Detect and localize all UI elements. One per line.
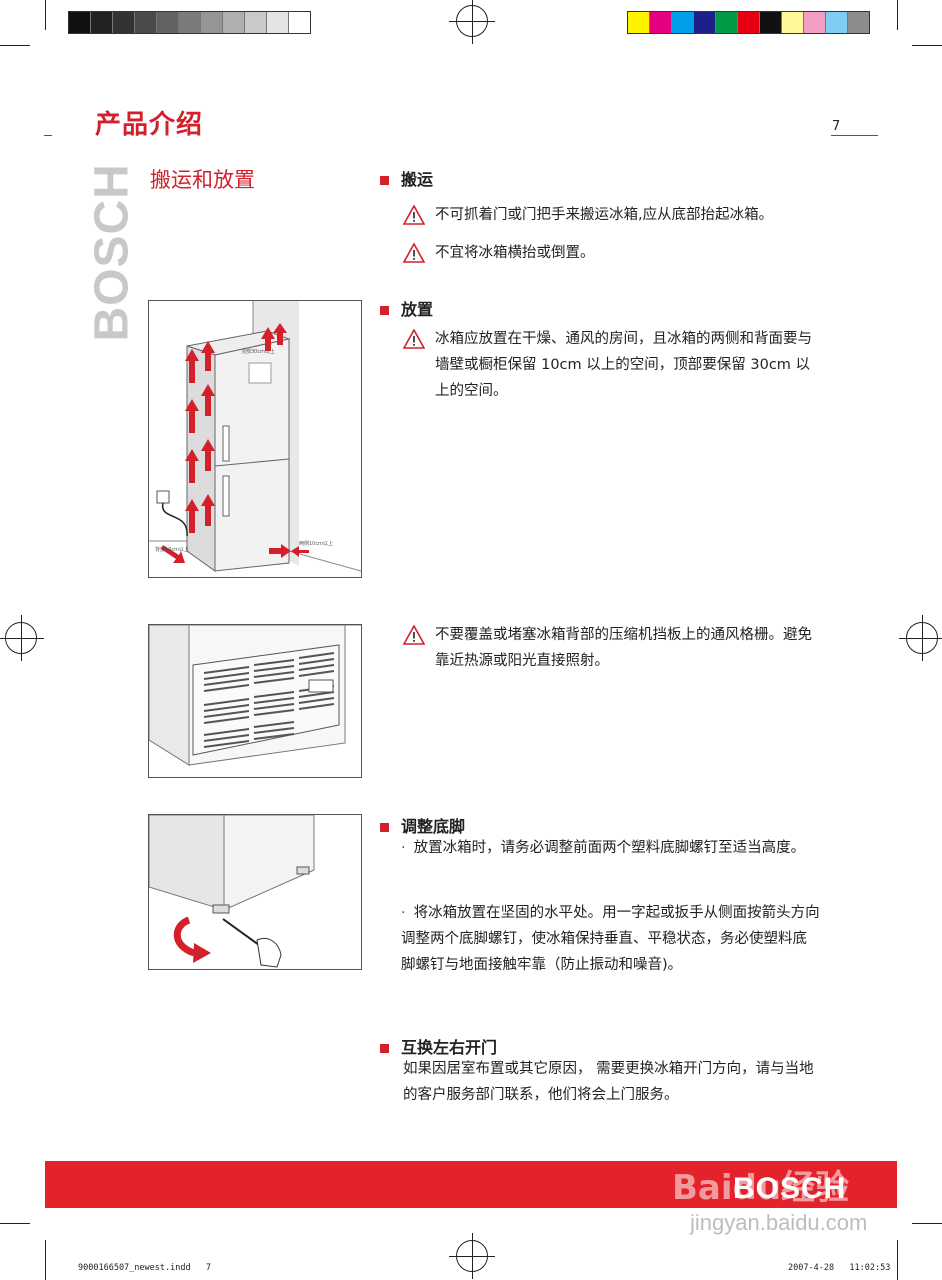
ventilation-grille-illustration xyxy=(148,624,362,778)
feet-bullet-1: · 放置冰箱时，请务必调整前面两个塑料底脚螺钉至适当高度。 xyxy=(401,835,821,861)
color-swatch xyxy=(760,12,782,33)
transport-warning-2: 不宜将冰箱横抬或倒置。 xyxy=(403,240,823,266)
page-title: 产品介绍 xyxy=(95,110,204,140)
gray-swatch xyxy=(245,12,267,33)
placement-heading-text: 放置 xyxy=(401,300,434,319)
gray-swatch xyxy=(267,12,289,33)
timestamp: 2007-4-28 11:02:53 xyxy=(788,1263,891,1273)
warning-icon xyxy=(403,329,425,349)
crop-mark xyxy=(45,0,46,30)
color-calibration-bar xyxy=(627,11,870,34)
header-rule xyxy=(831,135,878,136)
section-title: 搬运和放置 xyxy=(150,168,255,192)
transport-heading-text: 搬运 xyxy=(401,170,434,189)
gray-swatch xyxy=(69,12,91,33)
warning-icon xyxy=(403,205,425,225)
file-info: 9000166507_newest.indd 7 xyxy=(78,1263,212,1273)
watermark-logo: Baidu经验 xyxy=(672,1168,850,1208)
crop-mark xyxy=(0,45,30,46)
crop-mark xyxy=(912,45,942,46)
gray-swatch xyxy=(223,12,245,33)
color-swatch xyxy=(804,12,826,33)
feet-adjustment-illustration xyxy=(148,814,362,970)
color-swatch xyxy=(716,12,738,33)
registration-mark xyxy=(449,1233,495,1279)
color-swatch xyxy=(826,12,848,33)
registration-mark xyxy=(0,615,44,661)
placement-heading: 放置 xyxy=(380,296,433,320)
gray-swatch xyxy=(201,12,223,33)
bullet-square xyxy=(380,306,389,315)
grille-drawing xyxy=(149,625,361,777)
feet-heading-text: 调整底脚 xyxy=(401,817,466,836)
bullet-text: 将冰箱放置在坚固的水平处。用一字起或扳手从侧面按箭头方向调整两个底脚螺钉，使冰箱… xyxy=(401,905,820,973)
door-heading: 互换左右开门 xyxy=(380,1034,497,1058)
gray-swatch xyxy=(157,12,179,33)
door-heading-text: 互换左右开门 xyxy=(401,1038,498,1057)
crop-mark xyxy=(897,0,898,30)
footer-bar xyxy=(45,1161,897,1208)
fig-label-side: 两侧10cm以上 xyxy=(299,540,333,547)
placement-warning: 冰箱应放置在干燥、通风的房间，且冰箱的两侧和背面要与墙壁或橱柜保留 10cm 以… xyxy=(403,326,823,404)
color-swatch xyxy=(672,12,694,33)
color-swatch xyxy=(738,12,760,33)
bullet-text: 放置冰箱时，请务必调整前面两个塑料底脚螺钉至适当高度。 xyxy=(413,840,806,856)
gray-swatch xyxy=(179,12,201,33)
feet-bullet-2: ·将冰箱放置在坚固的水平处。用一字起或扳手从侧面按箭头方向调整两个底脚螺钉，使冰… xyxy=(401,900,821,978)
transport-heading: 搬运 xyxy=(380,166,433,190)
gray-swatch xyxy=(113,12,135,33)
feet-drawing xyxy=(149,815,361,969)
side-brand-logo: BOSCH xyxy=(85,163,139,342)
gray-swatch xyxy=(91,12,113,33)
warning-text: 不宜将冰箱横抬或倒置。 xyxy=(435,245,595,261)
ventilation-warning: 不要覆盖或堵塞冰箱背部的压缩机挡板上的通风格栅。避免靠近热源或阳光直接照射。 xyxy=(403,622,823,674)
watermark-url: jingyan.baidu.com xyxy=(690,1210,868,1235)
registration-mark xyxy=(899,615,942,661)
registration-mark xyxy=(449,0,495,44)
gray-swatch xyxy=(289,12,310,33)
crop-mark xyxy=(45,1240,46,1280)
crop-mark xyxy=(0,1223,30,1224)
footer-brand-logo: BOSCH xyxy=(733,1172,847,1205)
bullet-square xyxy=(380,823,389,832)
fig-label-back: 背部10cm以上 xyxy=(155,546,189,553)
bullet-square xyxy=(380,176,389,185)
warning-text: 不可抓着门或门把手来搬运冰箱,应从底部抬起冰箱。 xyxy=(435,207,774,223)
color-swatch xyxy=(628,12,650,33)
fig-label-top: 顶部30cm以上 xyxy=(241,348,275,355)
color-swatch xyxy=(650,12,672,33)
warning-text: 冰箱应放置在干燥、通风的房间，且冰箱的两侧和背面要与墙壁或橱柜保留 10cm 以… xyxy=(435,331,812,399)
crop-mark xyxy=(912,1223,942,1224)
page-number: 7 xyxy=(832,119,841,134)
color-swatch xyxy=(848,12,869,33)
transport-warning-1: 不可抓着门或门把手来搬运冰箱,应从底部抬起冰箱。 xyxy=(403,202,823,228)
bullet-dot: · xyxy=(401,905,406,921)
bullet-square xyxy=(380,1044,389,1053)
crop-mark xyxy=(897,1240,898,1280)
grayscale-calibration-bar xyxy=(68,11,311,34)
color-swatch xyxy=(694,12,716,33)
fridge-clearance-drawing: 顶部30cm以上 两侧10cm以上 背部10cm以上 xyxy=(149,301,361,577)
header-rule-left xyxy=(44,135,52,136)
color-swatch xyxy=(782,12,804,33)
feet-heading: 调整底脚 xyxy=(380,813,465,837)
warning-icon xyxy=(403,625,425,645)
door-text: 如果因居室布置或其它原因， 需要更换冰箱开门方向，请与当地的客户服务部门联系，他… xyxy=(403,1061,814,1103)
placement-illustration: 顶部30cm以上 两侧10cm以上 背部10cm以上 xyxy=(148,300,362,578)
warning-text: 不要覆盖或堵塞冰箱背部的压缩机挡板上的通风格栅。避免靠近热源或阳光直接照射。 xyxy=(435,627,812,669)
gray-swatch xyxy=(135,12,157,33)
warning-icon xyxy=(403,243,425,263)
bullet-dot: · xyxy=(401,840,406,856)
